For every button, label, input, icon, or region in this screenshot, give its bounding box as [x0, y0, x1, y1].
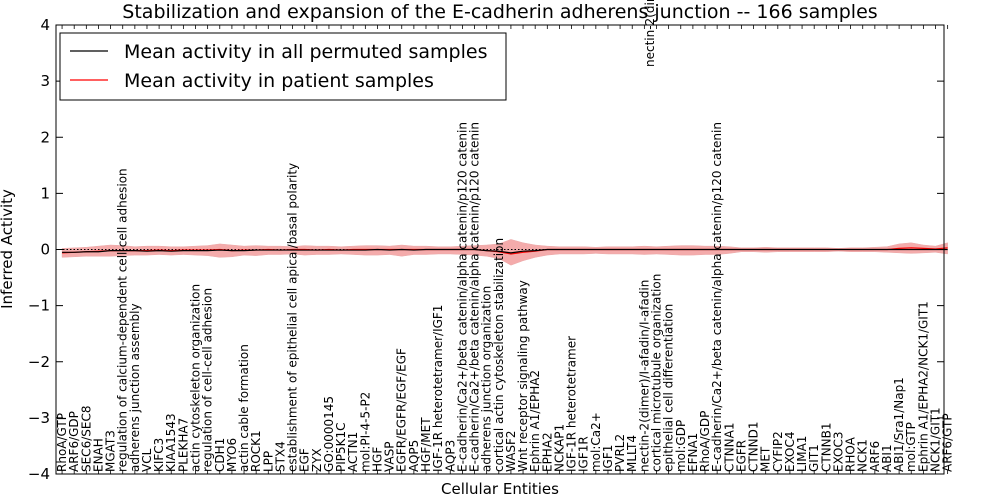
x-tick-label: MLLT4 [625, 435, 639, 472]
x-tick-label: KIAA1543 [164, 413, 178, 472]
x-tick-label: CTNNA1 [722, 422, 736, 472]
x-tick-label: HGF/MET [419, 417, 433, 472]
x-tick-label: regulation of calcium-dependent cell-cel… [116, 168, 130, 472]
x-tick-label: mol:Ca2+ [589, 412, 603, 472]
x-tick-label: PLEKHA7 [176, 418, 190, 472]
x-tick-label: RhoA/GDP [698, 411, 712, 472]
x-tick-label: E-cadherin/Ca2+/beta catenin/alpha caten… [710, 122, 724, 472]
x-tick-label: IGF-1R heterotetramer/IGF1 [431, 305, 445, 472]
x-tick-label: establishment of epithelial cell apical/… [286, 163, 300, 472]
x-tick-label: CTNND1 [747, 421, 761, 472]
x-tick-label: adherens junction assembly [128, 303, 142, 472]
x-tick-label: ARF6/GDP [67, 411, 81, 472]
series-line-permuted [62, 248, 948, 254]
x-tick-label: cortical actin cytoskeleton stabilizatio… [492, 238, 506, 472]
x-tick-label: actin cable formation [237, 344, 251, 472]
x-tick-label: mol:GTP [904, 422, 918, 472]
x-tick-label: ABI1/Sra1/Nap1 [892, 377, 906, 472]
x-tick-label: actin cytoskeleton organization [189, 284, 203, 472]
x-tick-label: CYFIP2 [771, 431, 785, 472]
x-tick-label: NCK1 [856, 439, 870, 472]
x-tick-label: VCL [140, 448, 154, 472]
x-tick-label: mol:GDP [674, 420, 688, 472]
x-tick-label: CTNNB1 [819, 422, 833, 472]
y-tick-label: 0 [40, 241, 50, 259]
legend-entry-label: Mean activity in all permuted samples [124, 41, 487, 63]
x-tick-label: GO:0000145 [322, 396, 336, 472]
x-tick-label: HGF [370, 447, 384, 472]
y-tick-label: −3 [28, 409, 50, 427]
plot-area: RhoA/GTPARF6/GDPSEC6/SEC8ENAHMGAT3regula… [28, 0, 955, 483]
x-tick-label: Ephrin A1/EPHA2 [528, 370, 542, 472]
x-tick-label: adherens junction organization [480, 286, 494, 472]
x-tick-label: AQP3 [443, 440, 457, 472]
x-tick-label: VASP [383, 441, 397, 472]
legend-box [59, 32, 507, 101]
y-tick-label: −4 [28, 465, 50, 483]
x-tick-label: CDH1 [213, 438, 227, 472]
y-axis-label: Inferred Activity [0, 189, 16, 309]
x-tick-label: EGF [298, 448, 312, 472]
x-tick-label: WASF2 [504, 430, 518, 472]
x-tick-label: GIT1 [807, 444, 821, 472]
y-tick-label: 1 [40, 184, 50, 202]
x-tick-label: cortical microtubule organization [649, 274, 663, 472]
x-tick-label: nectin-2(dimer)/I-afadin/I-afadin [637, 280, 651, 472]
x-tick-label: EXOC3 [831, 432, 845, 473]
y-tick-label: 4 [40, 16, 50, 34]
legend-entry-label: Mean activity in patient samples [124, 70, 434, 92]
x-tick-label: LPP [261, 451, 275, 472]
x-tick-label: ABI1 [880, 444, 894, 472]
chart-title: Stabilization and expansion of the E-cad… [122, 1, 877, 23]
x-tick-label: NCKAP1 [552, 424, 566, 472]
x-tick-label: ZYX [310, 448, 324, 472]
x-tick-label: IGF1 [601, 445, 615, 472]
x-tick-label: MGAT3 [104, 430, 118, 472]
x-tick-label: STX4 [273, 441, 287, 472]
x-axis-label: Cellular Entities [441, 480, 559, 498]
x-tick-label: KIFC3 [152, 438, 166, 472]
y-tick-label: 2 [40, 128, 50, 146]
x-tick-label: ROCK1 [249, 430, 263, 472]
x-tick-label: E-cadherin/Ca2+/beta catenin/alpha caten… [455, 122, 469, 472]
x-tick-label: ARF6 [868, 441, 882, 472]
x-tick-label: mol:PI-4-5-P2 [358, 392, 372, 472]
y-tick-label: −2 [28, 353, 50, 371]
legend: Mean activity in all permuted samplesMea… [59, 32, 507, 101]
y-tick-label: 3 [40, 72, 50, 90]
x-tick-label: EFNA1 [686, 433, 700, 472]
x-tick-label: epithelial cell differentiation [662, 304, 676, 472]
x-tick-label: PVRL2 [613, 434, 627, 472]
x-tick-label: EXOC4 [783, 432, 797, 473]
x-tick-label: PIP5K1C [334, 422, 348, 472]
x-tick-label: MET [759, 446, 773, 472]
x-tick-label: AQP5 [407, 440, 421, 472]
x-tick-label: regulation of cell-cell adhesion [201, 288, 215, 472]
y-tick-label: −1 [28, 297, 50, 315]
x-tick-label: RhoA/GTP [55, 413, 69, 472]
x-tick-label: Wnt receptor signaling pathway [516, 280, 530, 472]
x-tick-label: EGFR/EGFR/EGF/EGF [395, 348, 409, 472]
x-tick-label: MYO6 [225, 438, 239, 472]
x-tick-label: SEC6/SEC8 [79, 406, 93, 472]
x-tick-label: RHOA [844, 436, 858, 472]
x-tick-label: ENAH [91, 438, 105, 472]
x-tick-label: IGF-1R heterotetramer [565, 336, 579, 472]
x-tick-label: ACTN1 [346, 432, 360, 472]
x-tick-label: LIMA1 [795, 436, 809, 472]
x-tick-label: Ephrin A1/EPHA2/NCK1/GIT1 [916, 301, 930, 472]
x-tick-label-top: nectin-2(dimer)/I-afadin/I-afadin [643, 0, 657, 67]
x-tick-label: IGF1R [577, 436, 591, 472]
x-tick-label: E-cadherin/Ca2+/beta catenin/alpha caten… [468, 122, 482, 472]
x-tick-label: EPHA2 [540, 432, 554, 472]
x-tick-label: ARF6/GTP [941, 413, 955, 472]
x-tick-label: EGFR [734, 440, 748, 472]
x-tick-label: NCK1/GIT1 [929, 407, 943, 472]
